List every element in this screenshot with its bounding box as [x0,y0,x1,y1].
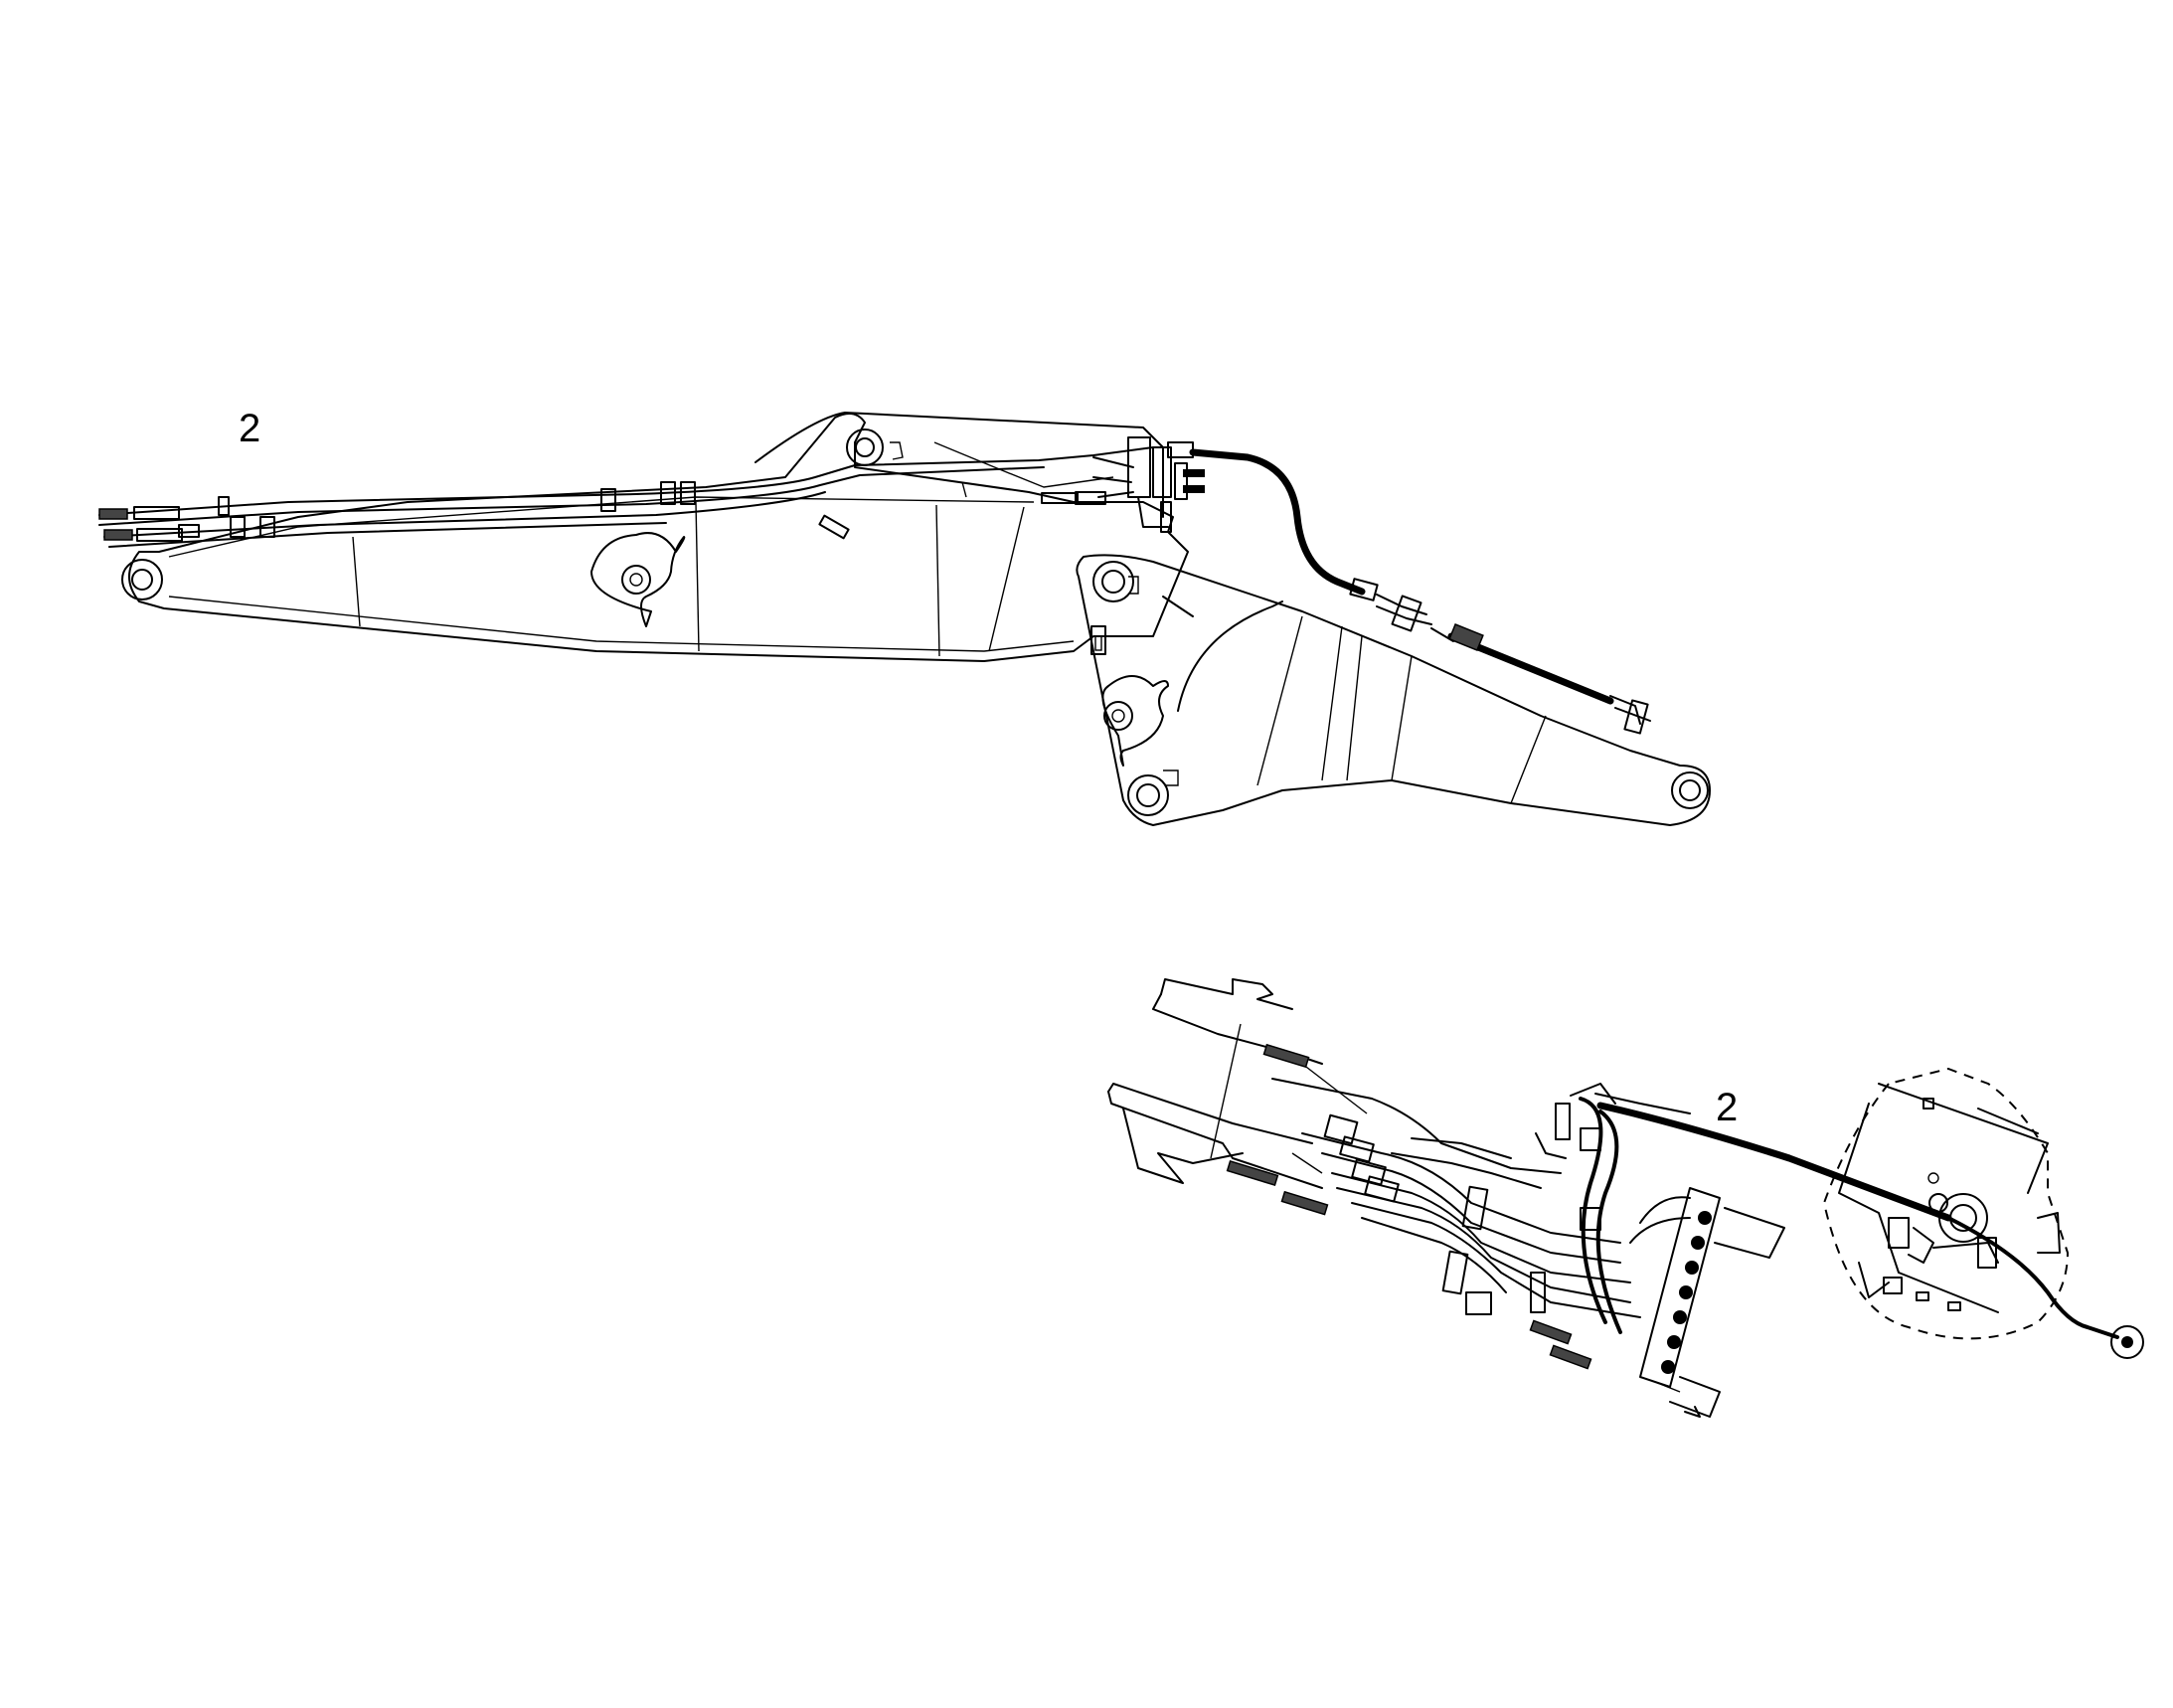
hose-bundle-detail: 2 [1107,978,2144,1418]
callout-bottom-label: 2 [1716,1086,1738,1129]
callout-top-label: 2 [239,407,260,450]
arm-and-boom-assembly: 2 [98,407,1711,826]
boom-body [1076,554,1711,826]
arm-hose-lines [98,436,1651,735]
detail-hose-group [1226,1043,1691,1370]
detail-manifold-stack [1535,1083,1785,1418]
detail-long-hose [1594,1093,2144,1359]
detail-frame-plates [1107,978,1368,1189]
detail-cab-view [1822,1067,2070,1340]
arm-body [121,412,1189,662]
